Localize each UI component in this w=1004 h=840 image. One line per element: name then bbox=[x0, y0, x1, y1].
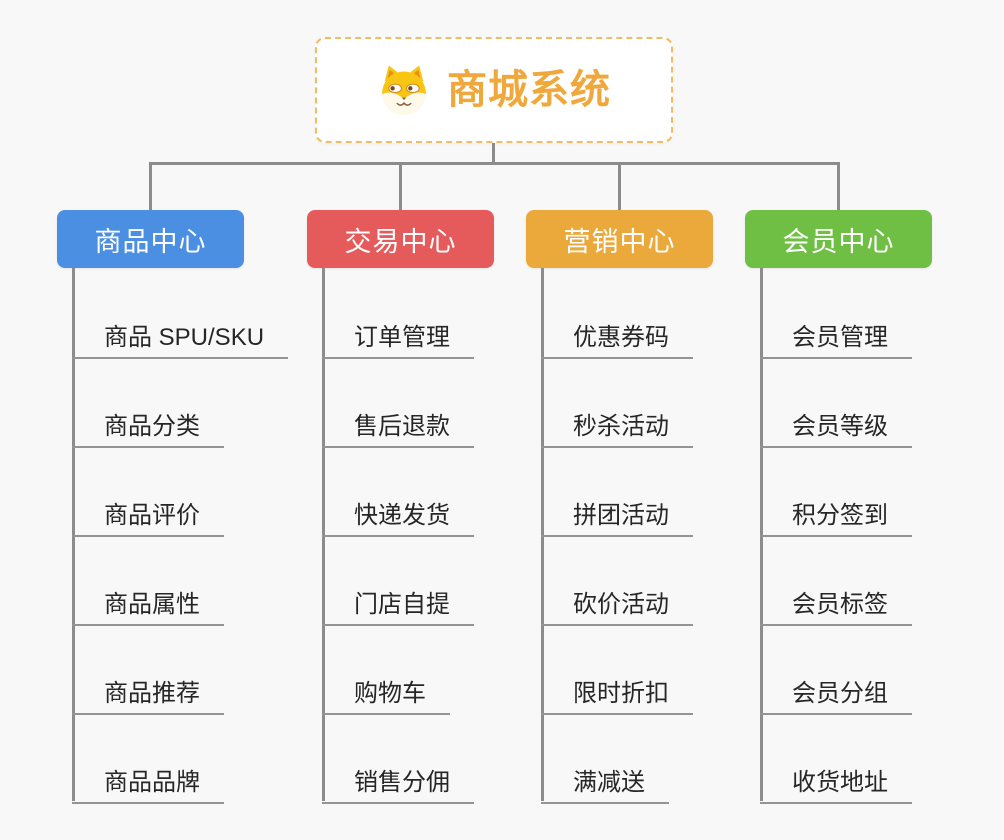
leaf-node[interactable]: 商品品牌 bbox=[72, 755, 224, 804]
leaf-node[interactable]: 订单管理 bbox=[322, 310, 474, 359]
leaf-node[interactable]: 商品推荐 bbox=[72, 666, 224, 715]
leaf-node[interactable]: 会员标签 bbox=[760, 577, 912, 626]
leaf-node[interactable]: 满减送 bbox=[541, 755, 669, 804]
leaf-node[interactable]: 积分签到 bbox=[760, 488, 912, 537]
leaf-node[interactable]: 收货地址 bbox=[760, 755, 912, 804]
connector-root-drop bbox=[492, 143, 495, 165]
leaf-node[interactable]: 拼团活动 bbox=[541, 488, 693, 537]
connector-branch-spine bbox=[541, 268, 544, 801]
leaf-node[interactable]: 秒杀活动 bbox=[541, 399, 693, 448]
root-node-mall-system[interactable]: 商城系统 bbox=[315, 37, 673, 143]
connector-branch-spine bbox=[322, 268, 325, 801]
leaf-node[interactable]: 会员分组 bbox=[760, 666, 912, 715]
leaf-node[interactable]: 会员管理 bbox=[760, 310, 912, 359]
branch-node-1[interactable]: 商品中心 bbox=[57, 210, 244, 268]
connector-rail bbox=[149, 162, 840, 165]
leaf-node[interactable]: 会员等级 bbox=[760, 399, 912, 448]
leaf-node[interactable]: 售后退款 bbox=[322, 399, 474, 448]
leaf-node[interactable]: 商品属性 bbox=[72, 577, 224, 626]
connector-branch-drop bbox=[837, 162, 840, 210]
leaf-node[interactable]: 砍价活动 bbox=[541, 577, 693, 626]
leaf-node[interactable]: 商品分类 bbox=[72, 399, 224, 448]
leaf-node[interactable]: 购物车 bbox=[322, 666, 450, 715]
branch-node-4[interactable]: 会员中心 bbox=[745, 210, 932, 268]
leaf-node[interactable]: 快递发货 bbox=[322, 488, 474, 537]
branch-node-2[interactable]: 交易中心 bbox=[307, 210, 494, 268]
shiba-dog-icon bbox=[382, 65, 426, 116]
leaf-node[interactable]: 销售分佣 bbox=[322, 755, 474, 804]
leaf-node[interactable]: 商品评价 bbox=[72, 488, 224, 537]
leaf-node[interactable]: 限时折扣 bbox=[541, 666, 693, 715]
leaf-node[interactable]: 优惠券码 bbox=[541, 310, 693, 359]
leaf-node[interactable]: 门店自提 bbox=[322, 577, 474, 626]
connector-branch-drop bbox=[618, 162, 621, 210]
connector-branch-spine bbox=[760, 268, 763, 801]
leaf-node[interactable]: 商品 SPU/SKU bbox=[72, 310, 289, 359]
connector-branch-drop bbox=[399, 162, 402, 210]
branch-node-3[interactable]: 营销中心 bbox=[526, 210, 713, 268]
connector-branch-spine bbox=[72, 268, 75, 801]
connector-branch-drop bbox=[149, 162, 152, 210]
root-title: 商城系统 bbox=[447, 68, 611, 112]
